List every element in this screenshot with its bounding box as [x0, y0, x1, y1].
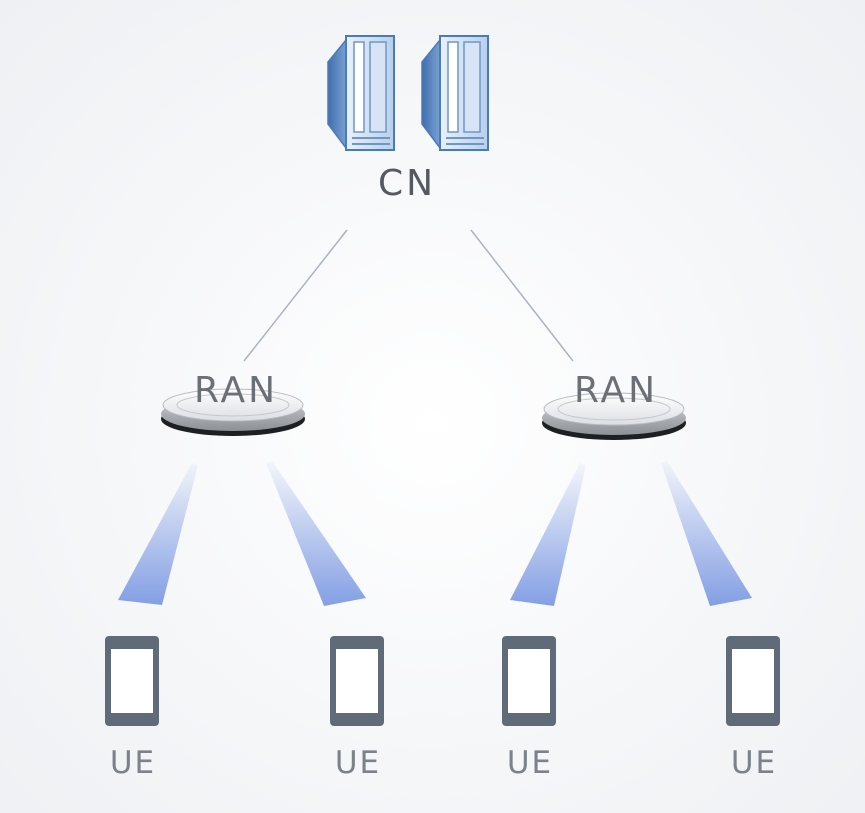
ue-label-4: UE — [730, 745, 778, 781]
phone-icon — [330, 636, 384, 726]
phone-icon — [502, 636, 556, 726]
base-station-icon — [542, 392, 686, 440]
signal-beam-3 — [510, 463, 586, 606]
ue-label-1: UE — [109, 745, 157, 781]
link-cn-ran-left — [243, 229, 348, 362]
ue-label-3: UE — [506, 745, 554, 781]
phone-icon — [105, 636, 159, 726]
link-cn-ran-right — [470, 229, 574, 362]
ran-label-right: RAN — [573, 370, 659, 411]
signal-beam-4 — [661, 461, 752, 606]
ran-label-left: RAN — [193, 370, 279, 411]
ue-label-2: UE — [334, 745, 382, 781]
phone-icon — [726, 636, 780, 726]
cn-label: CN — [377, 163, 437, 204]
base-station-icon — [161, 388, 305, 436]
signal-beam-2 — [266, 461, 366, 606]
server-icon — [327, 35, 489, 151]
signal-beam-1 — [118, 463, 198, 605]
